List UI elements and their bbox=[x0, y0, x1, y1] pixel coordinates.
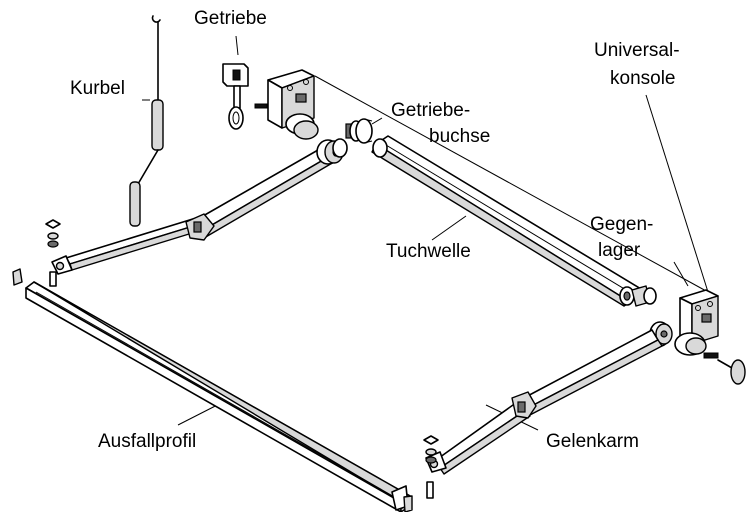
left-universalkonsole bbox=[267, 69, 319, 140]
kurbel-crank bbox=[129, 15, 164, 227]
getriebebuchse bbox=[345, 118, 373, 144]
label-universalkonsole-line1: Universal- bbox=[594, 40, 680, 61]
label-getriebebuchse-line1: Getriebe- bbox=[391, 100, 471, 121]
leader-getriebe bbox=[235, 35, 239, 56]
label-getriebe: Getriebe bbox=[194, 8, 267, 29]
leader-gegenlager bbox=[673, 261, 689, 287]
left-screw-stack bbox=[45, 219, 61, 287]
right-universalkonsole-gegenlager bbox=[674, 289, 746, 385]
left-gelenkarm bbox=[51, 138, 348, 275]
right-gelenkarm bbox=[425, 321, 673, 475]
leader-getriebebuchse bbox=[371, 117, 383, 125]
leader-tuchwelle bbox=[431, 215, 467, 241]
label-gegenlager-line2: lager bbox=[598, 240, 641, 261]
leader-universalkonsole-b bbox=[645, 94, 709, 293]
label-getriebebuchse-line2: buchse bbox=[429, 126, 491, 147]
label-kurbel: Kurbel bbox=[70, 78, 125, 99]
label-gelenkarm: Gelenkarm bbox=[546, 431, 639, 452]
right-screw-stack bbox=[423, 435, 439, 499]
label-gegenlager-line1: Gegen- bbox=[590, 214, 654, 235]
ausfallprofil-bar bbox=[12, 268, 413, 512]
label-ausfallprofil: Ausfallprofil bbox=[98, 431, 197, 452]
tuchwelle-tube bbox=[371, 135, 657, 307]
leader-universalkonsole-a bbox=[314, 75, 709, 293]
getriebe-gear bbox=[222, 63, 268, 130]
label-tuchwelle: Tuchwelle bbox=[386, 241, 471, 262]
label-universalkonsole-line2: konsole bbox=[610, 68, 676, 89]
